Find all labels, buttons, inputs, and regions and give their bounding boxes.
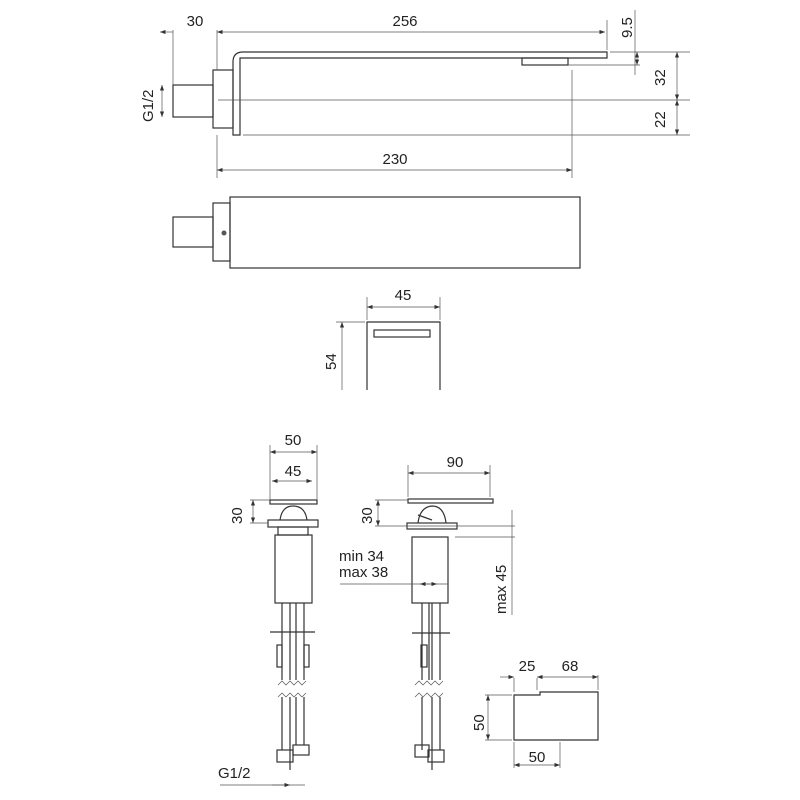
dim-hole-min: min 34 (339, 548, 384, 565)
dim-lever-detail-height: 50 (471, 714, 488, 731)
plan-view (172, 196, 581, 269)
screw-icon (221, 230, 227, 236)
dim-front-width: 45 (395, 287, 412, 304)
side-view: 30 256 230 9.5 32 22 G1/2 (140, 10, 690, 178)
handle-view-left: 50 45 30 G1/2 (218, 432, 319, 788)
dim-height-lower: 22 (652, 111, 669, 128)
dim-inlet-thread: G1/2 (140, 89, 157, 122)
dim-lever-offset: 25 (519, 658, 536, 675)
dim-lever-base: 50 (529, 749, 546, 766)
dim-deck-max: max 45 (493, 565, 510, 614)
dim-body-length: 230 (382, 151, 407, 168)
lever-detail: 25 68 50 50 (471, 658, 599, 768)
dim-hole-max: max 38 (339, 564, 388, 581)
handle-view-right: 90 30 min 34 max 38 max 45 (339, 454, 515, 770)
dim-outer-width: 50 (285, 432, 302, 449)
dim-inner-width: 45 (285, 463, 302, 480)
dim-handle-height: 30 (229, 507, 246, 524)
front-view: 45 54 (323, 287, 441, 390)
dim-bottom-thread: G1/2 (218, 765, 251, 782)
dim-lever-length: 90 (447, 454, 464, 471)
dim-inlet-length: 30 (187, 13, 204, 30)
dim-front-height: 54 (323, 353, 340, 370)
dim-lever-height: 30 (359, 507, 376, 524)
dim-spout-tip: 9.5 (619, 17, 636, 38)
dim-height-upper: 32 (652, 69, 669, 86)
dim-spout-length: 256 (392, 13, 417, 30)
dim-lever-detail-length: 68 (562, 658, 579, 675)
